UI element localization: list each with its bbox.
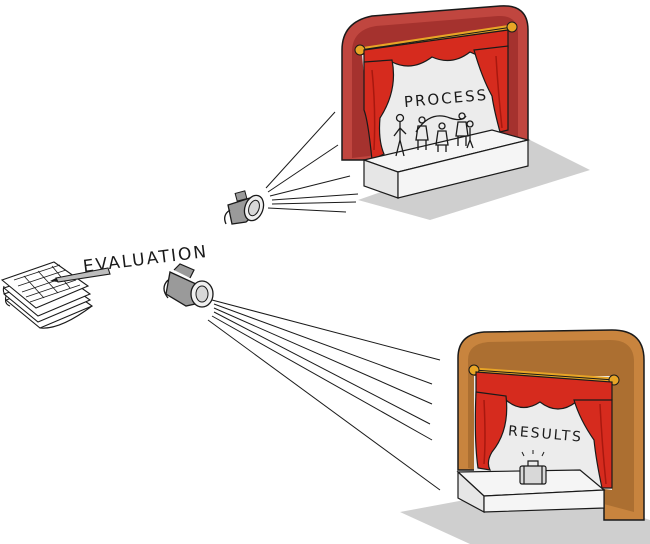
results-stage-side <box>483 489 605 513</box>
process-light-rays <box>265 111 359 213</box>
pen-icon <box>50 267 111 283</box>
process-stage-side <box>397 139 529 199</box>
process-stage: PROCESS <box>341 5 590 220</box>
results-label: RESULTS <box>507 423 583 445</box>
suitcase-icon <box>519 450 547 485</box>
people-icon <box>393 112 474 157</box>
process-left-curtain <box>363 59 395 161</box>
process-stage-shadow <box>358 140 590 220</box>
results-stage: RESULTS <box>400 329 650 544</box>
document-stack-icon <box>0 261 94 329</box>
spotlight-icon <box>163 263 214 308</box>
results-light-rays <box>207 299 441 491</box>
spotlight-icon <box>224 190 265 225</box>
results-left-curtain <box>474 391 508 471</box>
